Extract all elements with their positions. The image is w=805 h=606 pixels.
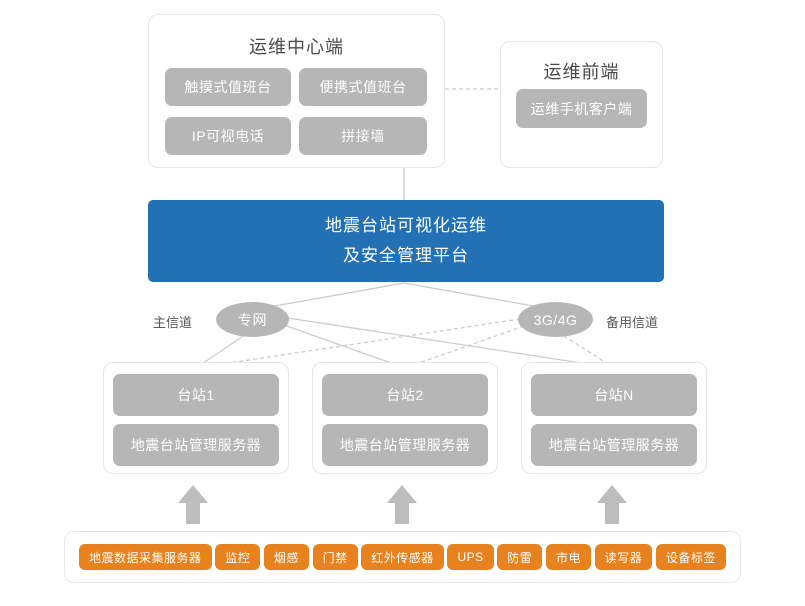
- platform-line-2: 及安全管理平台: [343, 246, 469, 265]
- device-bar: 地震数据采集服务器 监控 烟感 门禁 红外传感器 UPS 防雷 市电 读写器 设…: [64, 531, 741, 583]
- device-tag-seismic-data-server[interactable]: 地震数据采集服务器: [79, 544, 212, 570]
- station-name-1[interactable]: 台站1: [113, 374, 279, 416]
- backup-channel-label: 备用信道: [606, 315, 659, 330]
- station-name-2[interactable]: 台站2: [322, 374, 488, 416]
- device-tag-monitoring[interactable]: 监控: [215, 544, 261, 570]
- device-tag-access-control[interactable]: 门禁: [312, 544, 358, 570]
- station-name-3[interactable]: 台站N: [531, 374, 697, 416]
- device-tag-ups[interactable]: UPS: [447, 544, 494, 570]
- link-platform-to-zhuanwang: [257, 282, 405, 310]
- arrow-up-station-3: [597, 485, 627, 524]
- node-ip-video-phone[interactable]: IP可视电话: [165, 117, 291, 155]
- arrow-up-station-2: [387, 485, 417, 524]
- device-tag-equipment-label[interactable]: 设备标签: [655, 544, 726, 570]
- ops-frontend-title: 运维前端: [543, 62, 620, 82]
- node-portable-duty-console[interactable]: 便携式值班台: [299, 68, 427, 106]
- station-server-1[interactable]: 地震台站管理服务器: [113, 424, 279, 466]
- station-server-3[interactable]: 地震台站管理服务器: [531, 424, 697, 466]
- primary-channel-label: 主信道: [153, 315, 193, 330]
- device-tag-lightning-protection[interactable]: 防雷: [497, 544, 543, 570]
- ops-center-title: 运维中心端: [249, 37, 344, 57]
- node-ops-mobile-client[interactable]: 运维手机客户端: [516, 89, 647, 128]
- device-tag-mains-power[interactable]: 市电: [545, 544, 591, 570]
- device-tag-smoke-sensor[interactable]: 烟感: [263, 544, 309, 570]
- node-touch-duty-console[interactable]: 触摸式值班台: [165, 68, 291, 106]
- channel-node-zhuanwang[interactable]: 专网: [216, 302, 289, 337]
- device-tag-reader[interactable]: 读写器: [594, 544, 653, 570]
- link-platform-to-3g4g: [403, 282, 551, 310]
- platform-line-1: 地震台站可视化运维: [325, 216, 487, 235]
- station-server-2[interactable]: 地震台站管理服务器: [322, 424, 488, 466]
- node-video-wall[interactable]: 拼接墙: [299, 117, 427, 155]
- platform-box[interactable]: 地震台站可视化运维 及安全管理平台: [148, 200, 664, 282]
- device-tag-infrared-sensor[interactable]: 红外传感器: [361, 544, 444, 570]
- arrow-up-station-1: [178, 485, 208, 524]
- channel-node-3g4g[interactable]: 3G/4G: [518, 302, 593, 337]
